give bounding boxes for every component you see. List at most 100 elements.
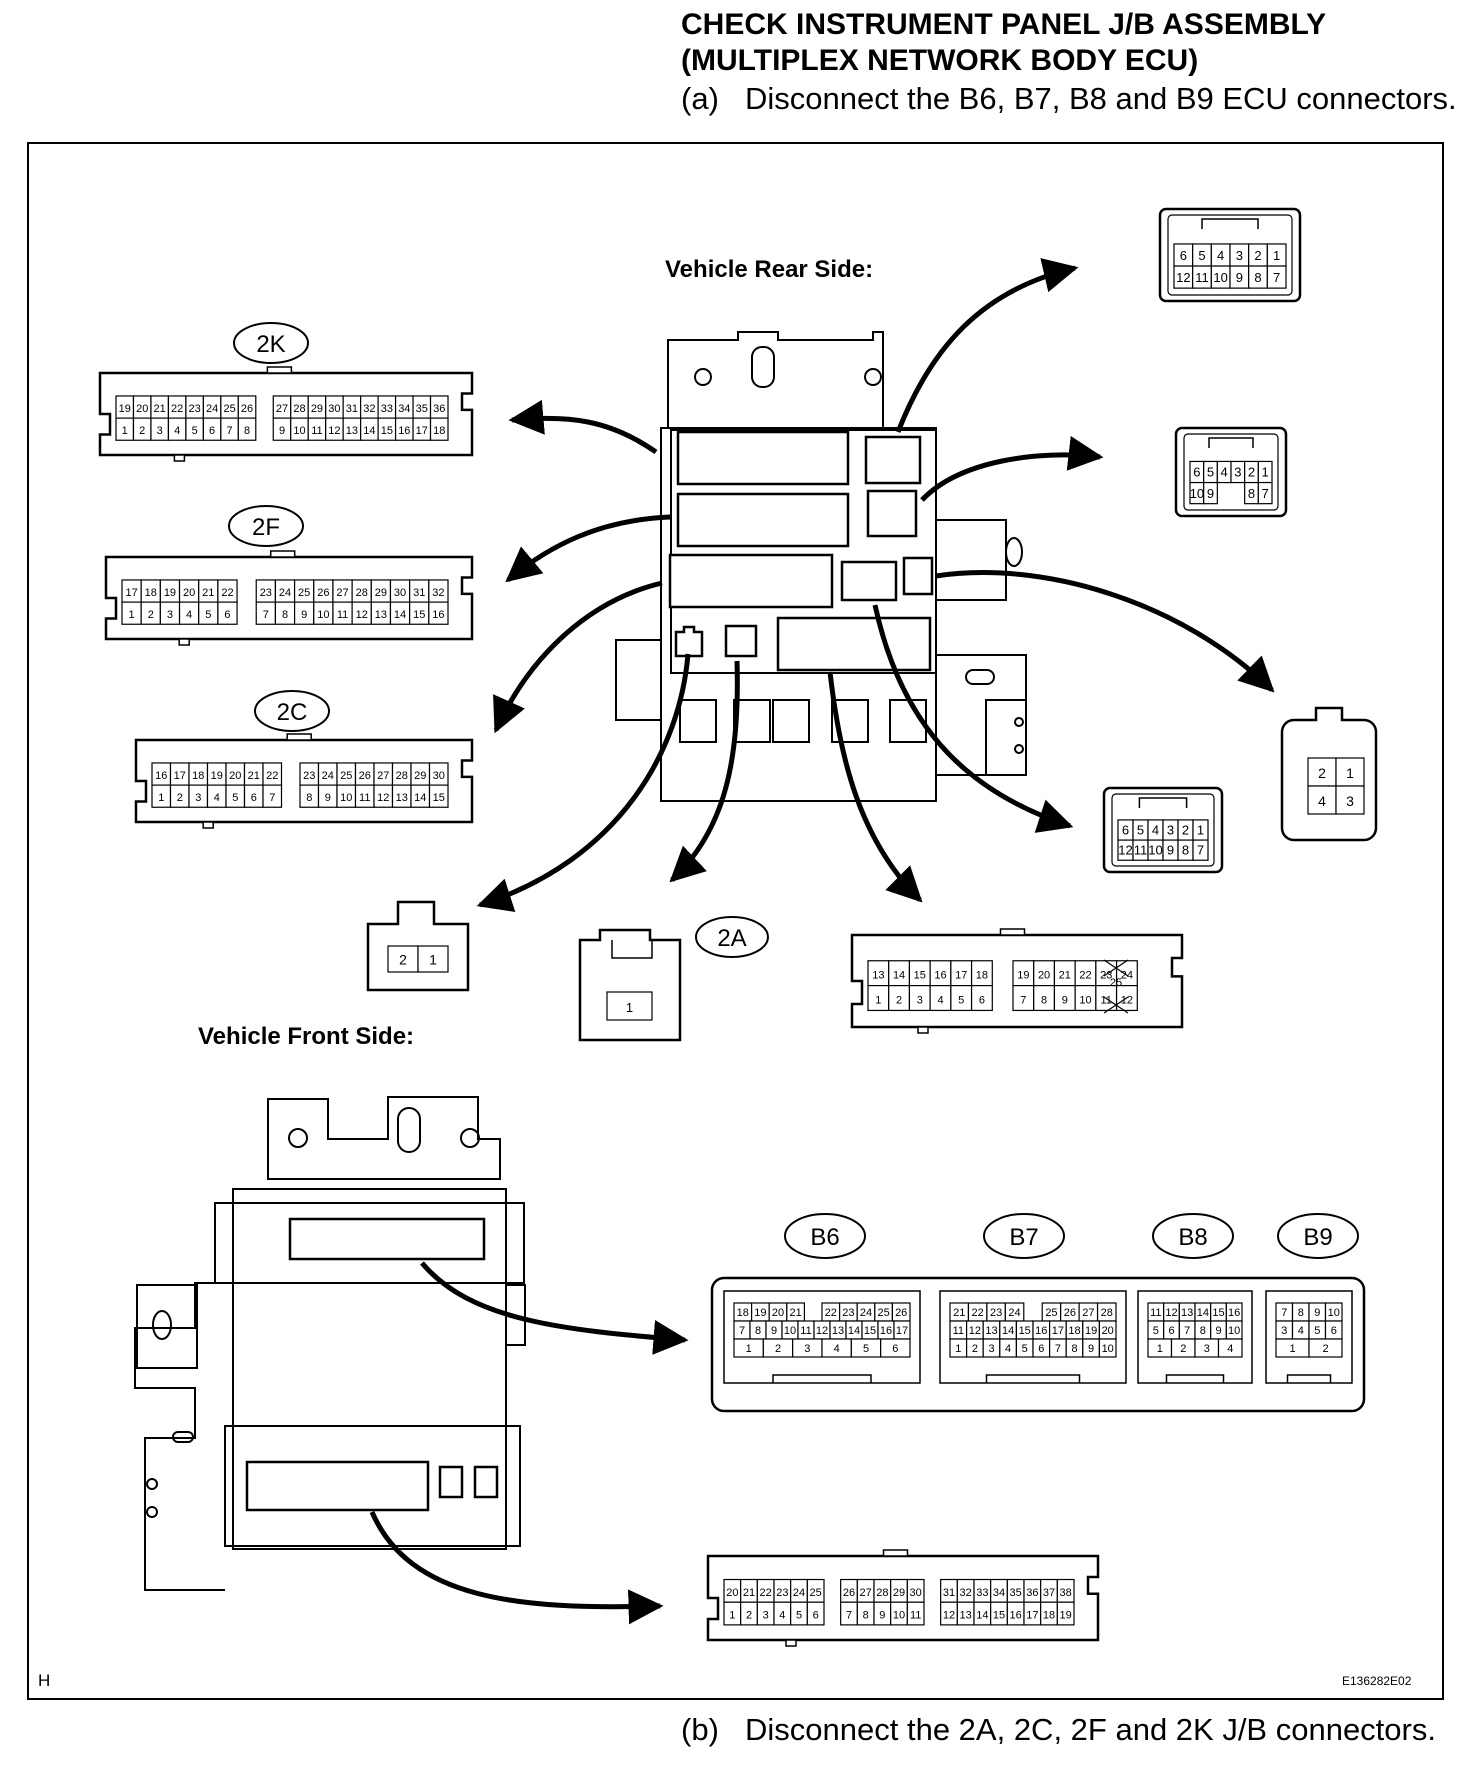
r12a-pin-label: 3 — [1236, 248, 1243, 263]
c2F-latch — [269, 550, 296, 558]
B6-pin-label: 24 — [860, 1307, 872, 1319]
cbottom-latch — [882, 1549, 909, 1557]
r4-pin-label: 2 — [1318, 765, 1326, 781]
B6-pin-label: 23 — [842, 1307, 854, 1319]
c2C-pin-label: 21 — [248, 770, 260, 782]
c2K-pin-label: 35 — [416, 403, 428, 415]
cbottom-pin-label: 7 — [846, 1610, 852, 1622]
c2K-pin-label: 9 — [279, 425, 285, 437]
B7-pin-label: 7 — [1055, 1343, 1061, 1355]
arrow-2C — [493, 580, 663, 734]
cbottom-pin-label: 8 — [863, 1610, 869, 1622]
c2F-pin-label: 24 — [279, 587, 291, 599]
cbottom-pin-label: 22 — [760, 1587, 772, 1599]
c2F-pin-label: 11 — [337, 609, 348, 621]
c2mid-pin-label: 19 — [1017, 970, 1029, 982]
B6-pin-label: 18 — [737, 1307, 749, 1319]
B6-pin-label: 8 — [755, 1325, 761, 1337]
r4-pin-label: 1 — [1346, 765, 1354, 781]
r12b-pin-label: 4 — [1152, 822, 1159, 837]
B9-pin-label: 9 — [1314, 1307, 1320, 1319]
r10-pin-label: 7 — [1262, 486, 1269, 501]
socket-r12b — [776, 616, 932, 672]
rear-side-caption: Vehicle Rear Side: — [665, 256, 874, 283]
c2mid-pin-label: 7 — [1020, 994, 1026, 1006]
B7-key — [985, 1374, 1081, 1383]
socket-2A — [724, 624, 758, 658]
c2K-pin-label: 11 — [311, 425, 322, 437]
r12a-pin-label: 11 — [1195, 270, 1209, 285]
c2C-pin-label: 27 — [377, 770, 389, 782]
c2K-pin-label: 26 — [241, 403, 253, 415]
B7-pin-label: 10 — [1102, 1343, 1114, 1355]
ecu-front-tab — [136, 1284, 198, 1369]
tag-B8 — [1152, 1213, 1234, 1259]
B8-pin-label: 1 — [1157, 1343, 1163, 1355]
c2C-pin-label: 2 — [177, 792, 183, 804]
c2C-pin-label: 20 — [229, 770, 241, 782]
r12a-pin-label: 8 — [1254, 270, 1261, 285]
cbottom-pin-label: 1 — [729, 1610, 735, 1622]
c2C-pin-label: 14 — [414, 792, 426, 804]
ecu-front-rail — [214, 1202, 525, 1284]
c2F-pin-label: 15 — [413, 609, 425, 621]
c2C-pin-label: 29 — [414, 770, 426, 782]
B6-pin-cell — [880, 1338, 911, 1358]
step-b-text: Disconnect the 2A, 2C, 2F and 2K J/B con… — [745, 1712, 1436, 1747]
B6-pin-label: 16 — [880, 1325, 892, 1337]
c2F-pin-label: 4 — [186, 609, 192, 621]
cbottom-pin-label: 37 — [1043, 1587, 1055, 1599]
arrow-B-connectors — [420, 1261, 689, 1355]
c2pin-pin-label: 2 — [399, 952, 407, 968]
c2F-pin-label: 19 — [164, 587, 176, 599]
page-title: CHECK INSTRUMENT PANEL J/B ASSEMBLY — [681, 8, 1327, 41]
mount-slot — [172, 1431, 194, 1443]
arrow-r10 — [920, 435, 1104, 502]
socket-2mid — [840, 560, 898, 602]
c2C-pin-label: 19 — [211, 770, 223, 782]
connector-c2mid-extra: 25 — [1103, 959, 1129, 1014]
r4-pin-cell — [1307, 785, 1337, 815]
cbottom-pin-label: 14 — [976, 1610, 988, 1622]
B6-pin-label: 17 — [896, 1325, 908, 1337]
B8-pin-label: 16 — [1228, 1307, 1240, 1319]
r10-pin-label: 6 — [1193, 465, 1200, 480]
B7-pin-label: 4 — [1005, 1343, 1011, 1355]
B6-pin-label: 22 — [825, 1307, 837, 1319]
c2K-pin-label: 36 — [433, 403, 445, 415]
cbottom-pin-label: 25 — [810, 1587, 822, 1599]
c2F-pin-label: 32 — [432, 587, 444, 599]
c2C-latch — [286, 733, 312, 741]
cbottom-pin-label: 2 — [746, 1610, 752, 1622]
c2mid-pin-label: 1 — [875, 994, 881, 1006]
B7-pin-label: 28 — [1101, 1307, 1113, 1319]
socket-b-connectors — [288, 1217, 486, 1261]
B7-pin-label: 27 — [1082, 1307, 1094, 1319]
c2F-pin-label: 26 — [317, 587, 329, 599]
B6-pin-label: 3 — [804, 1343, 810, 1355]
c2mid-pin-label: 21 — [1059, 970, 1071, 982]
cbottom-pin-cell — [906, 1601, 925, 1626]
r10-pin-label: 5 — [1207, 465, 1214, 480]
B8-pin-label: 2 — [1180, 1343, 1186, 1355]
c2K-pin-label: 10 — [293, 425, 305, 437]
blocked-cavity — [1103, 959, 1129, 1014]
c2K-pin-label: 24 — [206, 403, 218, 415]
c2C-pin-label: 25 — [340, 770, 352, 782]
c2F-pin-label: 30 — [394, 587, 406, 599]
socket-2F — [676, 492, 850, 548]
B7-pin-label: 22 — [972, 1307, 984, 1319]
r12a-pin-cell — [1266, 265, 1287, 289]
cbottom-pin-label: 19 — [1060, 1610, 1072, 1622]
B9-pin-label: 5 — [1314, 1325, 1320, 1337]
socket-2pin — [674, 625, 704, 658]
c2pin-pin-cell — [417, 945, 449, 973]
cbottom-pin-label: 12 — [943, 1610, 955, 1622]
c2K-pin-label: 4 — [174, 425, 180, 437]
c2K-pin-label: 7 — [227, 425, 233, 437]
